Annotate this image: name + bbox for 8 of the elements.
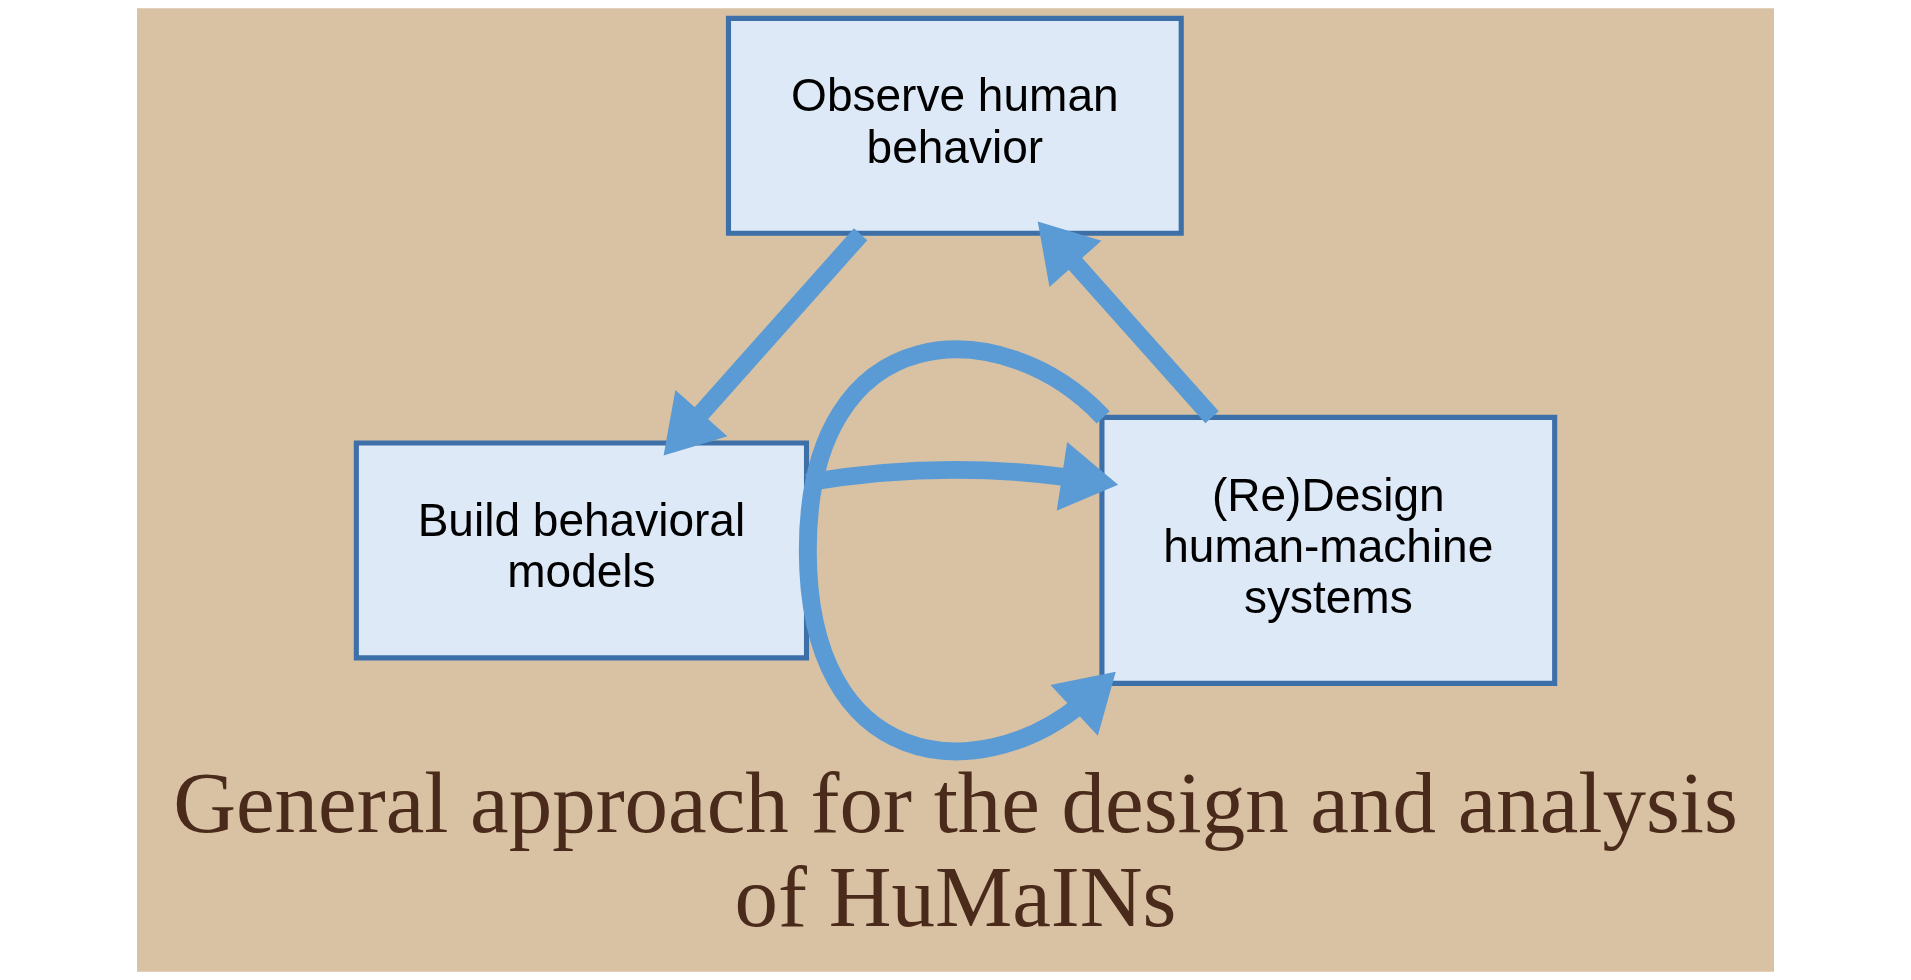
arrow — [805, 441, 1119, 511]
arrow — [1037, 221, 1219, 424]
node-box: Observe human behavior — [725, 15, 1184, 236]
arrow — [798, 340, 1116, 761]
node-box: (Re)Design human-machine systems — [1099, 414, 1558, 686]
caption: General approach for the design and analysis of HuMaINs — [173, 754, 1738, 946]
arrow — [663, 228, 868, 456]
node-box: Build behavioral models — [353, 440, 810, 661]
